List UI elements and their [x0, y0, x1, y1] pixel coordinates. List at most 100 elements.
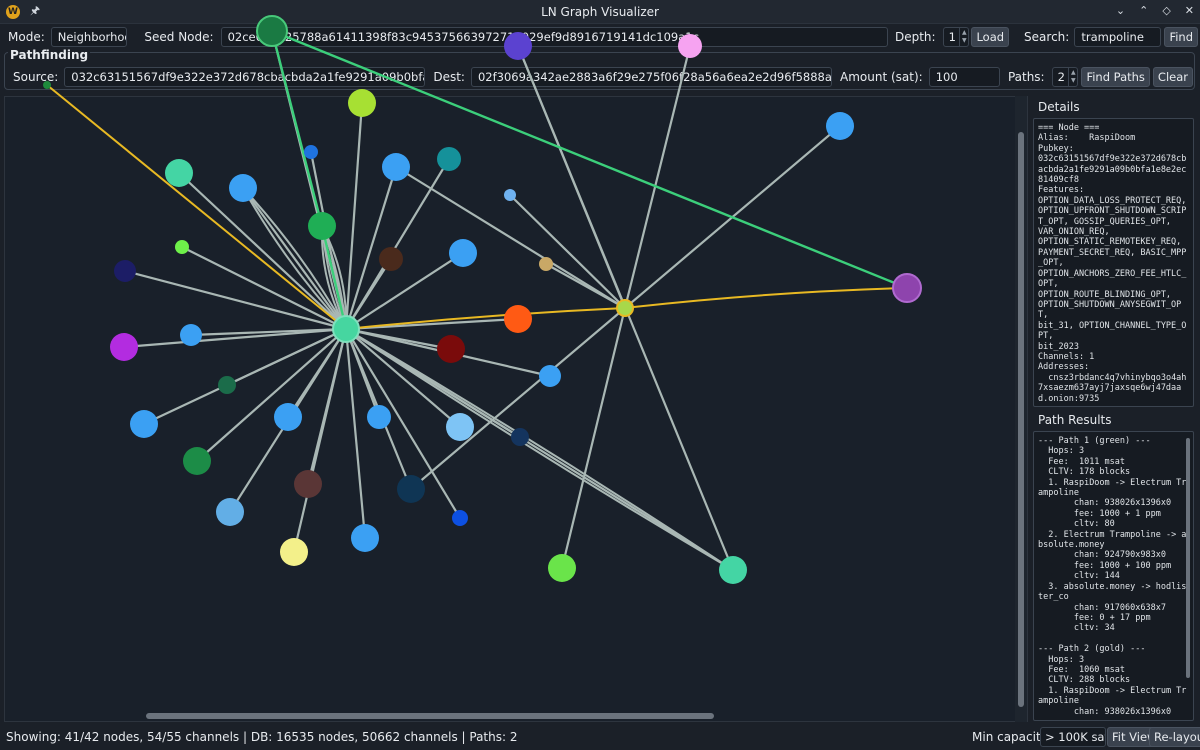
channel-edge[interactable] — [345, 328, 734, 571]
graph-node[interactable] — [367, 405, 391, 429]
depth-spinner-arrows-icon[interactable]: ▲▼ — [960, 27, 970, 47]
fit-view-button[interactable]: Fit View — [1107, 727, 1162, 747]
graph-node[interactable] — [218, 376, 236, 394]
channel-edge[interactable] — [561, 307, 626, 569]
graph-node[interactable] — [130, 410, 158, 438]
channel-edge[interactable] — [345, 328, 734, 571]
graph-node[interactable] — [449, 239, 477, 267]
seed-node-input[interactable]: 02ce014625788a61411398f83c94537566397271… — [220, 27, 888, 47]
graph-node-hub[interactable] — [332, 315, 360, 343]
load-button[interactable]: Load — [971, 27, 1010, 47]
graph-node[interactable] — [351, 524, 379, 552]
graph-node[interactable] — [274, 403, 302, 431]
graph-node[interactable] — [382, 153, 410, 181]
channel-edge[interactable] — [344, 251, 465, 331]
graph-node[interactable] — [504, 189, 516, 201]
graph-node[interactable] — [180, 324, 202, 346]
path-results-scroll-thumb[interactable] — [1186, 438, 1190, 678]
path-edge-green[interactable] — [320, 224, 348, 331]
graph-node[interactable] — [892, 273, 922, 303]
graph-node[interactable] — [539, 257, 553, 271]
channel-edge[interactable] — [177, 171, 348, 331]
path-edge-green[interactable] — [270, 29, 909, 290]
channel-edge[interactable] — [623, 44, 692, 310]
channel-edge[interactable] — [292, 327, 348, 554]
channel-edge[interactable] — [142, 327, 348, 426]
graph-node[interactable] — [294, 470, 322, 498]
paths-spinbox[interactable]: 2 — [1051, 67, 1070, 87]
channel-edge[interactable] — [195, 327, 348, 463]
path-results-panel[interactable]: --- Path 1 (green) --- Hops: 3 Fee: 1011… — [1033, 431, 1194, 721]
graph-node[interactable] — [437, 335, 465, 363]
graph-node[interactable] — [504, 32, 532, 60]
graph-horizontal-scrollbar[interactable] — [4, 710, 1014, 722]
channel-edge[interactable] — [242, 187, 347, 330]
graph-canvas[interactable] — [4, 15, 1028, 722]
search-input[interactable]: trampoline — [1074, 27, 1162, 47]
graph-node[interactable] — [511, 428, 529, 446]
restore-icon[interactable]: ◇ — [1162, 4, 1171, 17]
find-button[interactable]: Find — [1164, 27, 1198, 47]
graph-node[interactable] — [437, 147, 461, 171]
channel-edge[interactable] — [180, 245, 348, 331]
vertical-scroll-thumb[interactable] — [1018, 132, 1024, 707]
mode-select[interactable]: Neighborhood ▲▼ — [50, 27, 128, 47]
graph-node[interactable] — [678, 34, 702, 58]
graph-node[interactable] — [304, 145, 318, 159]
graph-node[interactable] — [216, 498, 244, 526]
channel-edge[interactable] — [508, 193, 627, 310]
graph-node-hub[interactable] — [616, 299, 634, 317]
graph-svg[interactable] — [1, 1, 1025, 627]
channel-edge[interactable] — [344, 101, 364, 331]
maximize-icon[interactable]: ⌃ — [1139, 4, 1149, 17]
graph-vertical-scrollbar[interactable] — [1015, 96, 1027, 722]
find-paths-button[interactable]: Find Paths — [1081, 67, 1150, 87]
pin-icon[interactable]: 🖈 — [30, 4, 41, 17]
graph-node[interactable] — [452, 510, 468, 526]
graph-node[interactable] — [379, 247, 403, 271]
channel-edge[interactable] — [123, 269, 348, 331]
channel-edge[interactable] — [409, 306, 627, 491]
relayout-button[interactable]: Re-layout — [1149, 727, 1200, 747]
path-results-scrollbar[interactable] — [1185, 434, 1191, 719]
channel-edge[interactable] — [344, 317, 520, 331]
graph-node[interactable] — [504, 305, 532, 333]
graph-node[interactable] — [43, 81, 51, 89]
dest-input[interactable]: 02f3069a342ae2883a6f29e275f06f28a56a6ea2… — [470, 67, 833, 87]
horizontal-scroll-thumb[interactable] — [146, 713, 714, 719]
graph-node[interactable] — [719, 556, 747, 584]
graph-node[interactable] — [308, 212, 336, 240]
clear-button[interactable]: Clear — [1152, 67, 1193, 87]
graph-node[interactable] — [114, 260, 136, 282]
graph-node[interactable] — [229, 174, 257, 202]
minimize-icon[interactable]: ⌄ — [1115, 4, 1126, 17]
graph-node[interactable] — [397, 475, 425, 503]
details-panel[interactable]: === Node === Alias: RaspiDoom Pubkey: 03… — [1033, 118, 1194, 407]
channel-edge[interactable] — [344, 327, 462, 429]
channel-edge[interactable] — [394, 165, 627, 310]
graph-node[interactable] — [826, 112, 854, 140]
path-edge-gold[interactable] — [624, 287, 908, 309]
graph-node[interactable] — [548, 554, 576, 582]
path-edge-gold[interactable] — [46, 84, 347, 330]
channel-edge[interactable] — [189, 327, 348, 337]
graph-node[interactable] — [110, 333, 138, 361]
graph-node[interactable] — [183, 447, 211, 475]
graph-node[interactable] — [175, 240, 189, 254]
channel-edge[interactable] — [122, 327, 348, 349]
graph-node[interactable] — [348, 89, 376, 117]
source-input[interactable]: 032c63151567df9e322e372d678cbacbda2a1fe9… — [64, 67, 426, 87]
min-capacity-select[interactable]: > 100K sat — [1040, 727, 1106, 747]
channel-edge[interactable] — [344, 327, 462, 520]
channel-edge[interactable] — [344, 327, 522, 439]
graph-node[interactable] — [446, 413, 474, 441]
amount-input[interactable]: 100 — [928, 67, 1000, 87]
path-edge-green[interactable] — [270, 29, 324, 228]
graph-node[interactable] — [256, 15, 288, 47]
close-icon[interactable]: ✕ — [1184, 4, 1194, 17]
channel-edge[interactable] — [344, 327, 367, 540]
channel-edge[interactable] — [344, 165, 398, 331]
graph-node[interactable] — [539, 365, 561, 387]
channel-edge[interactable] — [241, 186, 348, 331]
channel-edge[interactable] — [242, 187, 347, 330]
